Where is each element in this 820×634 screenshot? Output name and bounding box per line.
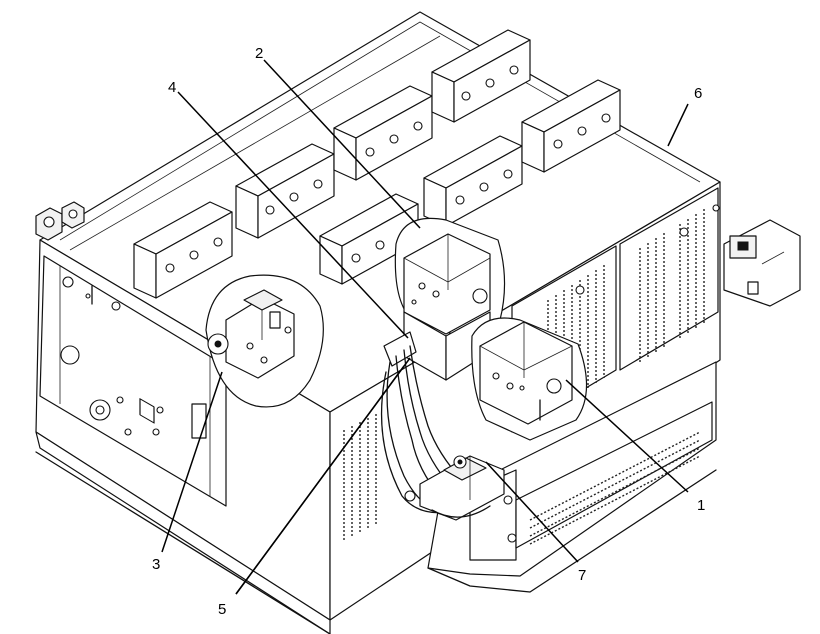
resistor-block (521, 79, 621, 173)
contactor-assembly-2 (394, 217, 506, 381)
cable-harness (380, 331, 463, 514)
relay-detail-3 (205, 274, 324, 408)
terminal-bolts (35, 201, 85, 241)
leader-1 (565, 379, 689, 493)
callout-3: 3 (152, 556, 160, 573)
resistor-block (319, 193, 419, 285)
resistor-block (423, 135, 523, 227)
callout-4: 4 (168, 79, 176, 96)
resistor-block (133, 201, 233, 299)
mounting-bracket-7 (404, 455, 505, 521)
callout-7: 7 (578, 567, 586, 584)
panel-switch (191, 403, 207, 439)
cabinet-base (35, 431, 331, 634)
leader-7 (485, 461, 579, 563)
leader-5b (235, 365, 405, 595)
resistor-block (431, 29, 531, 123)
contactor-assembly-1 (471, 317, 588, 441)
vent-grille (639, 209, 705, 364)
leader-3 (161, 371, 223, 553)
leader-lines (161, 59, 689, 595)
panel-port-icon (60, 345, 80, 365)
callout-1: 1 (697, 497, 705, 514)
callout-2: 2 (255, 45, 263, 62)
callout-labels: 1 2 3 4 5 6 7 (152, 45, 705, 618)
resistor-blocks (133, 29, 621, 299)
leader-6 (667, 103, 689, 147)
leader-2 (263, 59, 421, 229)
side-connector-box (723, 219, 801, 307)
callout-6: 6 (694, 85, 702, 102)
callout-5: 5 (218, 601, 226, 618)
leader-4 (177, 91, 409, 339)
resistor-block (235, 143, 335, 239)
